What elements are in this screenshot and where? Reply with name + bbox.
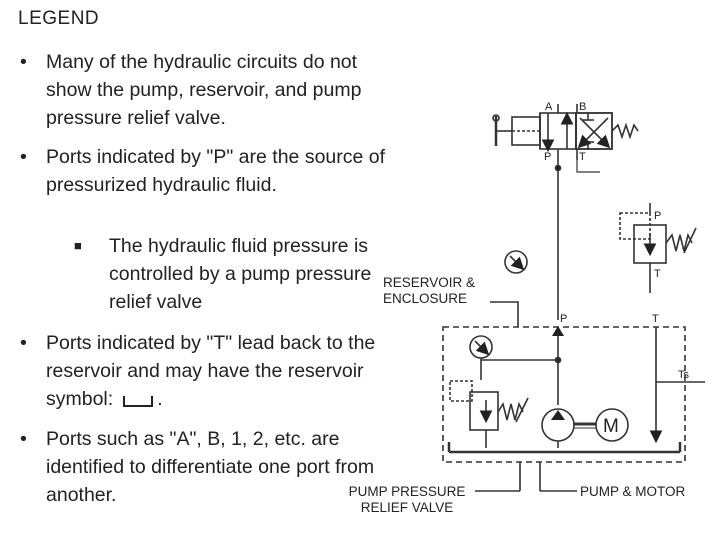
reservoir-symbol-icon [123,396,154,407]
pump-motor-label: PUMP & MOTOR [580,484,686,499]
bullet-dot-icon: • [20,428,27,450]
spring-icon [665,232,693,252]
port-label: P [654,210,661,222]
bullet-text: Many of the hydraulic circuits do not sh… [46,51,362,129]
motor-symbol: M [603,416,619,437]
bullet-text: Ports indicated by "P" are the source of… [46,146,386,196]
bullet-suffix: . [157,388,163,410]
reservoir-enclosure: P T Ts M [442,301,705,463]
motor-icon [595,408,629,442]
port-label: P [544,151,551,163]
pressure-gauge-icon [504,250,528,274]
relief-valve-label: PUMP PRESSURE RELIEF VALVE [348,484,466,515]
sub-bullet-text: The hydraulic fluid pressure is controll… [109,235,372,313]
port-label: T [654,268,661,280]
top-relief-valve: P T [619,203,697,293]
bullet-dot-icon: • [20,51,27,73]
directional-valve: A B P T [492,101,639,163]
port-label: Ts [678,369,690,381]
bullet-dot-icon: • [20,332,27,354]
port-label: P [560,313,567,325]
bullet-text: Ports such as "A", B, 1, 2, etc. are ide… [46,428,375,506]
spring-icon [497,401,524,421]
lever-box [511,116,541,146]
port-label: T [652,313,659,325]
port-label: T [579,151,586,163]
square-bullet-icon: ■ [74,238,82,253]
port-label: B [579,101,586,113]
spring-icon [611,122,639,140]
port-label: A [545,101,553,113]
bullet-text-main: Ports indicated by "T" lead back to the … [46,332,376,410]
bullet-text: Ports indicated by "T" lead back to the … [46,329,391,413]
bullet-dot-icon: • [20,146,27,168]
reservoir-enclosure-label: RESERVOIR & ENCLOSURE [383,275,476,306]
slide-title: LEGEND [18,8,100,29]
